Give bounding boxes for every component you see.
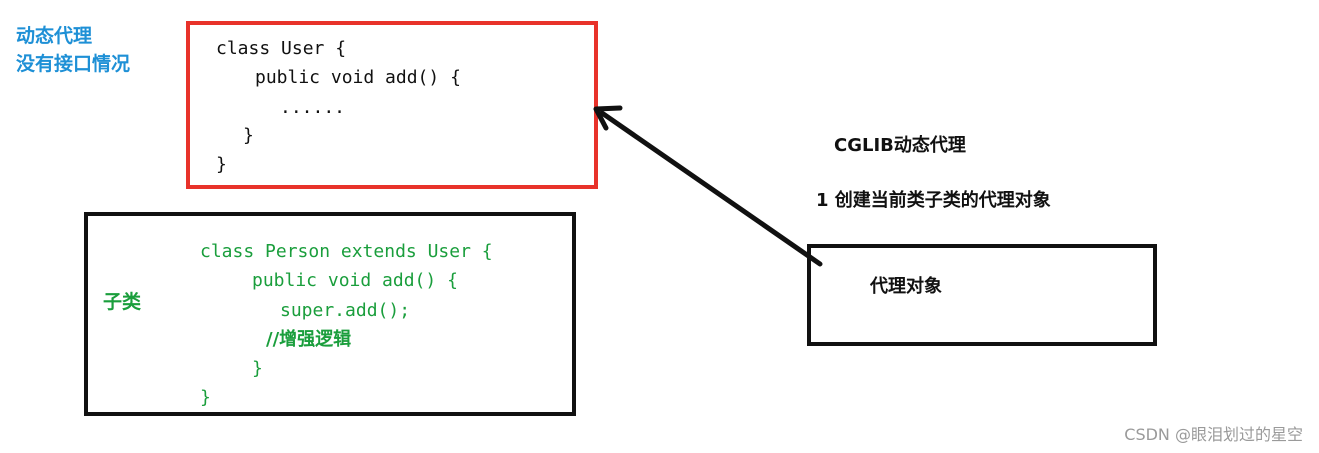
subclass-box (84, 212, 576, 416)
cglib-step: 1 创建当前类子类的代理对象 (816, 190, 1051, 211)
person-code-line-6: } (200, 387, 211, 408)
proxy-object-label: 代理对象 (870, 276, 942, 297)
user-code-line-3: ...... (280, 97, 346, 118)
user-code-line-5: } (216, 154, 227, 175)
user-class-box (186, 21, 598, 189)
arrow-shaft (599, 110, 823, 267)
watermark: CSDN @眼泪划过的星空 (1124, 425, 1303, 444)
person-comment: //增强逻辑 (266, 329, 352, 350)
person-code-line-2: public void add() { (252, 270, 458, 291)
caption-line-1: 动态代理 (16, 25, 93, 47)
diagram-caption: 动态代理 没有接口情况 (16, 22, 130, 78)
person-code-line-4: //增强逻辑 (266, 325, 351, 354)
arrow-head (593, 105, 623, 131)
user-code-line-2: public void add() { (255, 67, 461, 88)
person-code-line-3: super.add(); (280, 300, 411, 321)
subclass-label: 子类 (103, 291, 142, 313)
proxy-object-box (807, 244, 1157, 346)
user-code-line-1: class User { (216, 38, 347, 59)
cglib-title: CGLIB动态代理 (834, 135, 966, 156)
caption-line-2: 没有接口情况 (16, 53, 131, 75)
person-code-line-5: } (252, 358, 263, 379)
user-code-line-4: } (243, 125, 254, 146)
person-code-line-1: class Person extends User { (200, 241, 493, 262)
